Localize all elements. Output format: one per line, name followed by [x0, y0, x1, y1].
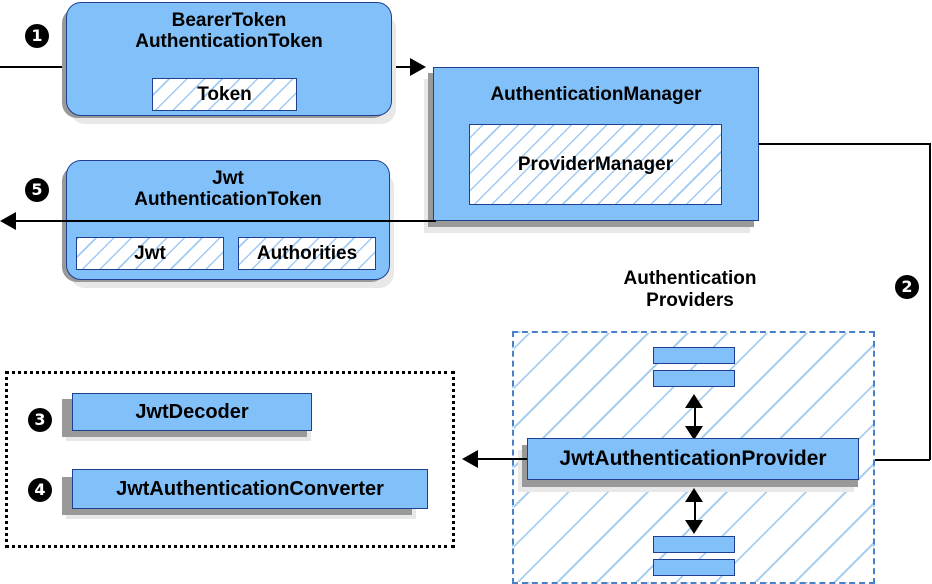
step-badge-5: 5 [25, 178, 49, 202]
authentication-providers-label: Authentication Providers [540, 268, 840, 311]
authentication-manager-title: AuthenticationManager [490, 84, 702, 105]
connector-provider-stub-top [694, 397, 696, 429]
arrowhead-down-top-connector [685, 426, 703, 440]
provider-stub-bottom-1 [653, 536, 735, 553]
jwt-authentication-provider-title: JwtAuthenticationProvider [559, 447, 827, 471]
bearer-token-title-line-2: AuthenticationToken [135, 31, 323, 53]
authentication-providers-label-line-1: Authentication [623, 268, 757, 289]
jwt-authentication-converter-title: JwtAuthenticationConverter [116, 477, 384, 500]
authentication-providers-label-line-2: Providers [646, 289, 734, 311]
provider-stub-top-1 [653, 347, 735, 364]
arrowhead-down-bottom-connector [685, 520, 703, 534]
jwt-token-title-line-1: Jwt [212, 168, 244, 189]
arrowhead-response-out [0, 212, 16, 230]
connector-provider-to-jwt-support [478, 458, 527, 460]
step-badge-4: 4 [28, 478, 52, 502]
node-jwt-decoder[interactable]: JwtDecoder [72, 393, 312, 431]
bearer-token-title-line-1: BearerToken [171, 10, 287, 31]
step-badge-3: 3 [28, 408, 52, 432]
connector-provider-stub-bottom [694, 491, 696, 523]
provider-stub-top-2 [653, 370, 735, 387]
field-authorities: Authorities [238, 237, 376, 270]
step-badge-2: 2 [895, 275, 919, 299]
step-badge-1: 1 [25, 24, 49, 48]
field-token: Token [152, 78, 297, 111]
connector-manager-to-jwt-token [16, 220, 436, 222]
node-bearer-token-authentication-token[interactable]: BearerToken AuthenticationToken [66, 2, 392, 116]
inner-provider-manager: ProviderManager [469, 124, 722, 205]
arrowhead-into-jwt-support-group [462, 450, 478, 468]
connector-manager-to-provider-bottom [874, 459, 930, 461]
field-jwt: Jwt [76, 237, 224, 270]
jwt-token-title-line-2: AuthenticationToken [134, 189, 322, 211]
connector-manager-to-provider-vertical [929, 143, 931, 460]
connector-manager-to-provider-top [759, 143, 930, 145]
provider-stub-bottom-2 [653, 559, 735, 576]
arrowhead-into-authentication-manager [410, 58, 426, 76]
group-jwt-support [5, 371, 455, 548]
jwt-decoder-title: JwtDecoder [135, 400, 249, 423]
node-jwt-authentication-provider[interactable]: JwtAuthenticationProvider [527, 438, 859, 480]
node-jwt-authentication-converter[interactable]: JwtAuthenticationConverter [72, 469, 428, 509]
